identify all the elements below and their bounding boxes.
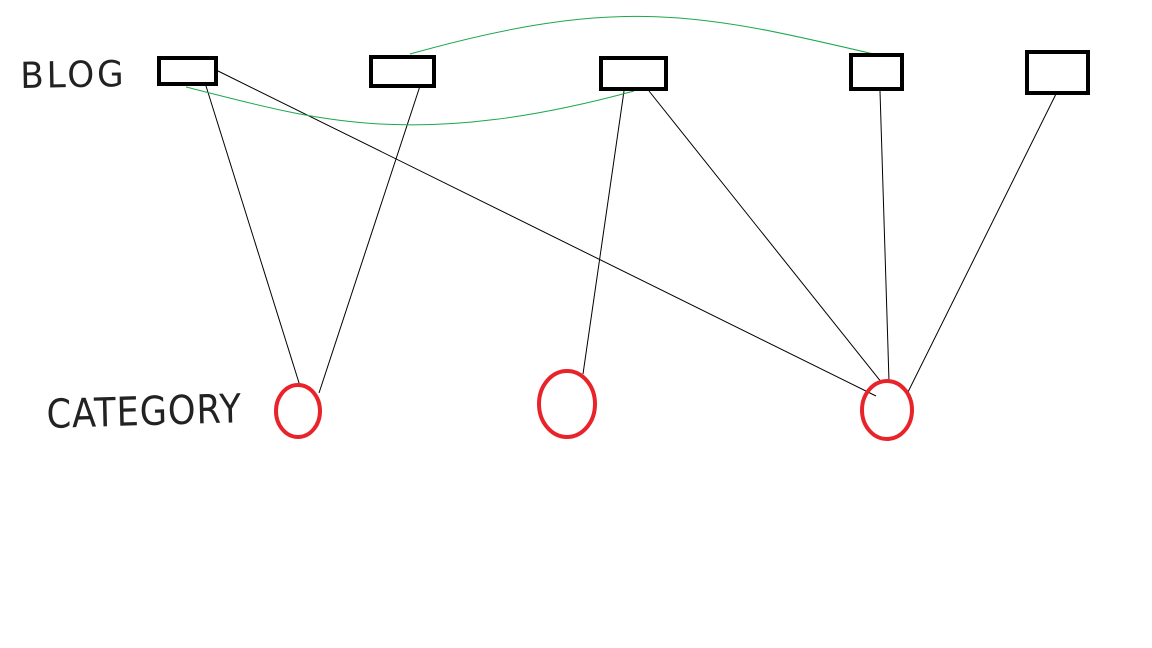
blog-node: [157, 56, 218, 86]
link-blog-5-category-3: [907, 93, 1057, 393]
link-blog-2-blog-4: [409, 15, 883, 57]
link-blog-3-category-3: [648, 90, 883, 384]
blog-node: [1025, 50, 1090, 95]
link-blog-1-blog-3: [185, 86, 635, 126]
link-blog-2-category-1: [318, 85, 421, 394]
category-node: [537, 369, 597, 439]
blog-node: [599, 56, 668, 91]
link-blog-1-category-1: [205, 85, 301, 387]
blog-node: [369, 55, 436, 88]
blog-node: [849, 53, 904, 91]
link-blog-3-category-2: [582, 90, 625, 375]
link-blog-1-category-3: [215, 69, 877, 397]
link-blog-4-category-3: [879, 90, 890, 382]
category-node: [274, 383, 322, 439]
category-node: [860, 379, 914, 441]
